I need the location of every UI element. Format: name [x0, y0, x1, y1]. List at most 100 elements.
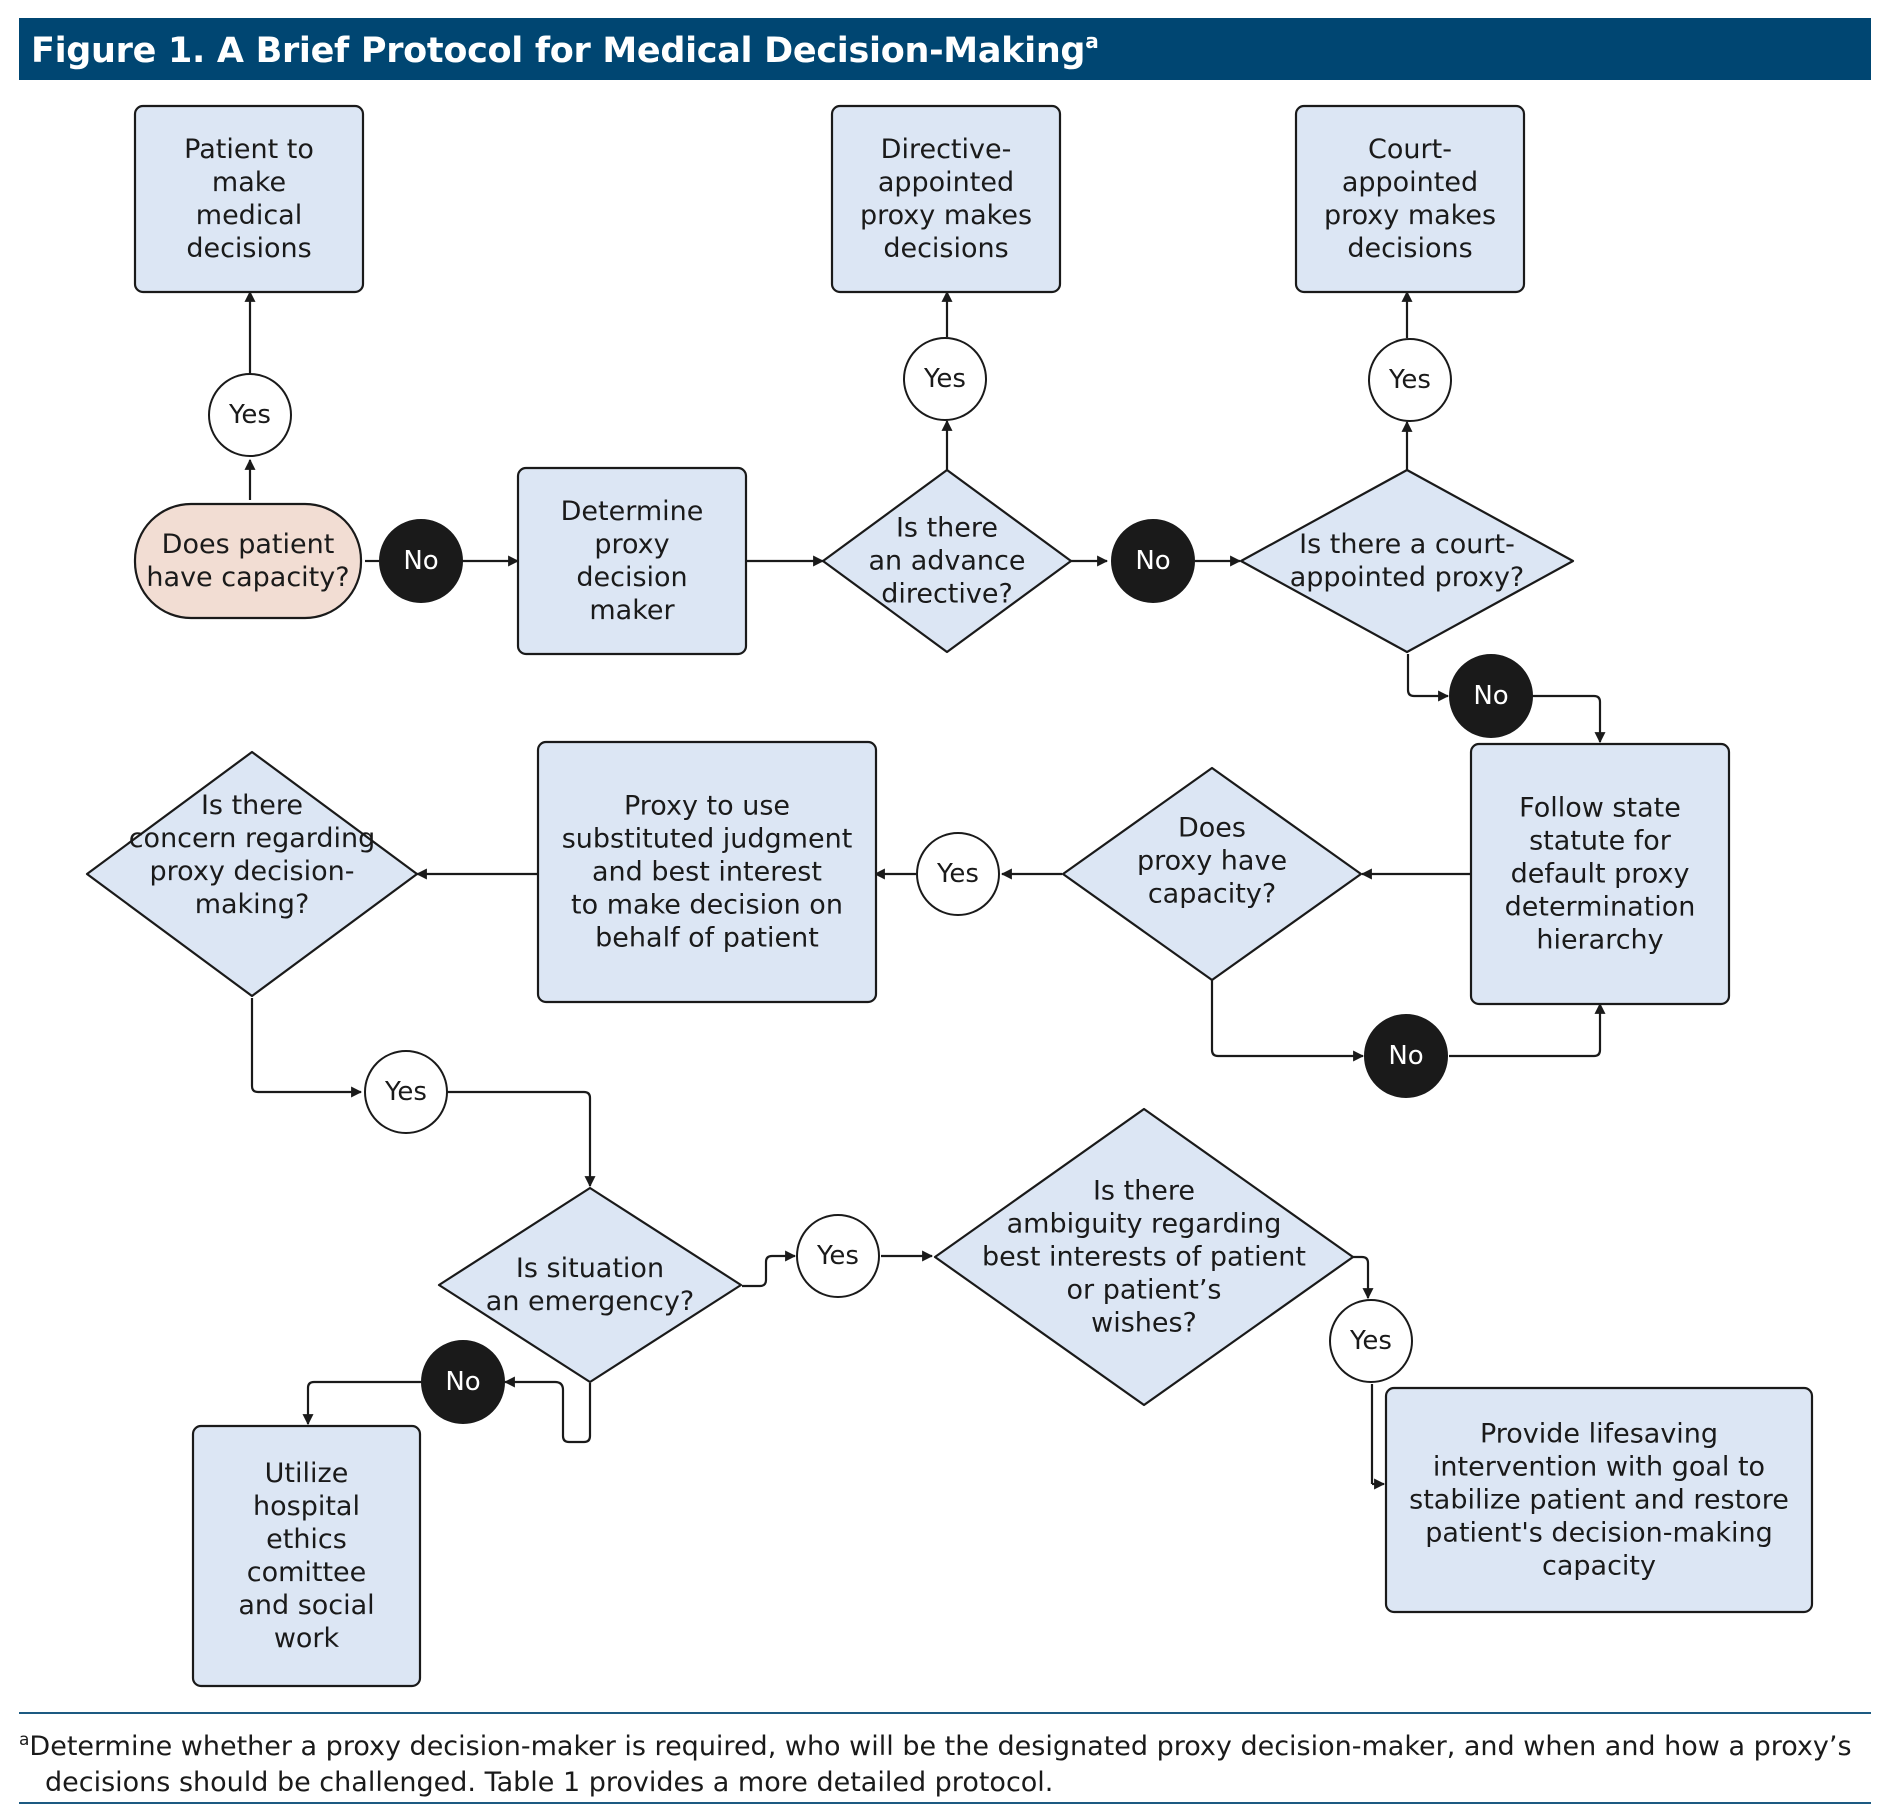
footnote-marker: a: [19, 1730, 30, 1750]
yes-circle-ambiguity-label: Yes: [1349, 1326, 1392, 1356]
patient-decides-line: Patient to: [184, 134, 314, 165]
yes-circle-advance-directive: Yes: [903, 337, 987, 421]
yes-circle-emergency: Yes: [796, 1214, 880, 1298]
yes-circle-patient-capacity-label: Yes: [228, 400, 271, 430]
court-proxy-line: proxy makes: [1324, 200, 1496, 231]
footnote-bottom-rule: [19, 1802, 1871, 1804]
ambiguity-line: Is there: [1093, 1176, 1195, 1207]
directive-proxy-line: appointed: [878, 167, 1014, 198]
state-statute-line: statute for: [1529, 826, 1672, 857]
court-appointed-q-line: appointed proxy?: [1290, 562, 1525, 593]
yes-circle-proxy-capacity-label: Yes: [936, 859, 979, 889]
state-statute-line: Follow state: [1519, 793, 1681, 824]
lifesaving-line: patient's decision-making: [1425, 1518, 1772, 1549]
no-circle-proxy-capacity-label: No: [1388, 1041, 1423, 1071]
yes-circle-patient-capacity: Yes: [208, 373, 292, 457]
shapes: Patient tomakemedicaldecisionsDirective-…: [85, 104, 1814, 1688]
connectors: [244, 290, 1606, 1490]
advance-directive-line: Is there: [896, 513, 998, 544]
ethics-line: work: [274, 1623, 340, 1654]
arrow-yes-to-emergency: [447, 1090, 596, 1188]
substituted-judgment-line: to make decision on: [571, 890, 843, 921]
emergency-line: an emergency?: [486, 1286, 694, 1317]
footnote-text-1: Determine whether a proxy decision-maker…: [29, 1731, 1852, 1762]
advance-directive-line: an advance: [868, 546, 1025, 577]
arrow-emergency-to-yes: [742, 1250, 797, 1288]
ambiguity-line: or patient’s: [1067, 1275, 1222, 1306]
capacity-line: have capacity?: [146, 562, 349, 593]
no-circle-advance-directive: No: [1111, 519, 1195, 603]
no-circle-patient-capacity: No: [379, 519, 463, 603]
ambiguity-line: ambiguity regarding: [1007, 1209, 1282, 1240]
directive-proxy-line: decisions: [883, 233, 1008, 264]
yes-circle-court-proxy: Yes: [1368, 338, 1452, 422]
lifesaving-line: stabilize patient and restore: [1409, 1485, 1789, 1516]
arrow-proxy-capacity-to-no: [1210, 980, 1365, 1062]
arrow-concern-to-yes: [250, 998, 363, 1098]
state-statute-line: hierarchy: [1536, 925, 1663, 956]
directive-proxy-line: proxy makes: [860, 200, 1032, 231]
substituted-judgment-line: and best interest: [592, 857, 822, 888]
yes-circle-court-proxy-label: Yes: [1388, 365, 1431, 395]
ambiguity-line: best interests of patient: [982, 1242, 1306, 1273]
figure-title: Figure 1. A Brief Protocol for Medical D…: [31, 29, 1099, 71]
state-statute-line: default proxy: [1511, 859, 1690, 890]
footnote-text-2: decisions should be challenged. Table 1 …: [45, 1767, 1054, 1798]
footnote-top-rule: [19, 1712, 1871, 1714]
footnote-line-1: aDetermine whether a proxy decision-make…: [19, 1722, 1859, 1765]
title-superscript: a: [1085, 29, 1099, 53]
substituted-judgment-line: Proxy to use: [624, 791, 790, 822]
proxy-capacity-line: capacity?: [1148, 879, 1276, 910]
arrow-no-to-statute-2: [1449, 1002, 1606, 1058]
emergency-line: Is situation: [516, 1253, 664, 1284]
concern-line: proxy decision-: [150, 856, 355, 887]
patient-decides-line: make: [212, 167, 286, 198]
yes-circle-proxy-capacity: Yes: [916, 832, 1000, 916]
figure-title-bar: Figure 1. A Brief Protocol for Medical D…: [19, 18, 1871, 80]
capacity-line: Does patient: [162, 529, 335, 560]
no-circle-emergency: No: [421, 1340, 505, 1424]
ambiguity-line: wishes?: [1091, 1308, 1197, 1339]
lifesaving-line: intervention with goal to: [1433, 1452, 1765, 1483]
ethics-line: Utilize: [265, 1458, 349, 1489]
lifesaving-line: capacity: [1542, 1551, 1656, 1582]
proxy-capacity-line: proxy have: [1137, 846, 1287, 877]
court-proxy-line: appointed: [1342, 167, 1478, 198]
concern-line: making?: [195, 889, 310, 920]
arrow-emergency-to-no: [503, 1376, 592, 1444]
determine-proxy-line: proxy: [594, 529, 669, 560]
yes-circle-concern-label: Yes: [384, 1077, 427, 1107]
proxy-capacity-line: Does: [1178, 813, 1246, 844]
determine-proxy-line: maker: [589, 595, 675, 626]
patient-decides-line: medical: [196, 200, 302, 231]
substituted-judgment-line: behalf of patient: [595, 923, 819, 954]
yes-circle-emergency-label: Yes: [816, 1241, 859, 1271]
court-proxy-line: decisions: [1347, 233, 1472, 264]
court-appointed-q-decision: Is there a court-appointed proxy?: [1239, 468, 1575, 654]
determine-proxy-line: Determine: [561, 496, 704, 527]
patient-decides-line: decisions: [186, 233, 311, 264]
arrow-ambiguity-to-yes: [1352, 1255, 1374, 1300]
ethics-line: hospital: [253, 1491, 360, 1522]
substituted-judgment-line: substituted judgment: [562, 824, 853, 855]
concern-line: concern regarding: [129, 823, 376, 854]
ethics-line: ethics: [266, 1524, 347, 1555]
no-circle-patient-capacity-label: No: [403, 546, 438, 576]
state-statute-line: determination: [1505, 892, 1696, 923]
figure-title-text: Figure 1. A Brief Protocol for Medical D…: [31, 31, 1086, 71]
yes-circle-ambiguity: Yes: [1329, 1299, 1413, 1383]
arrow-no-to-ethics: [302, 1380, 422, 1426]
ethics-line: comittee: [247, 1557, 367, 1588]
yes-circle-concern: Yes: [364, 1050, 448, 1134]
